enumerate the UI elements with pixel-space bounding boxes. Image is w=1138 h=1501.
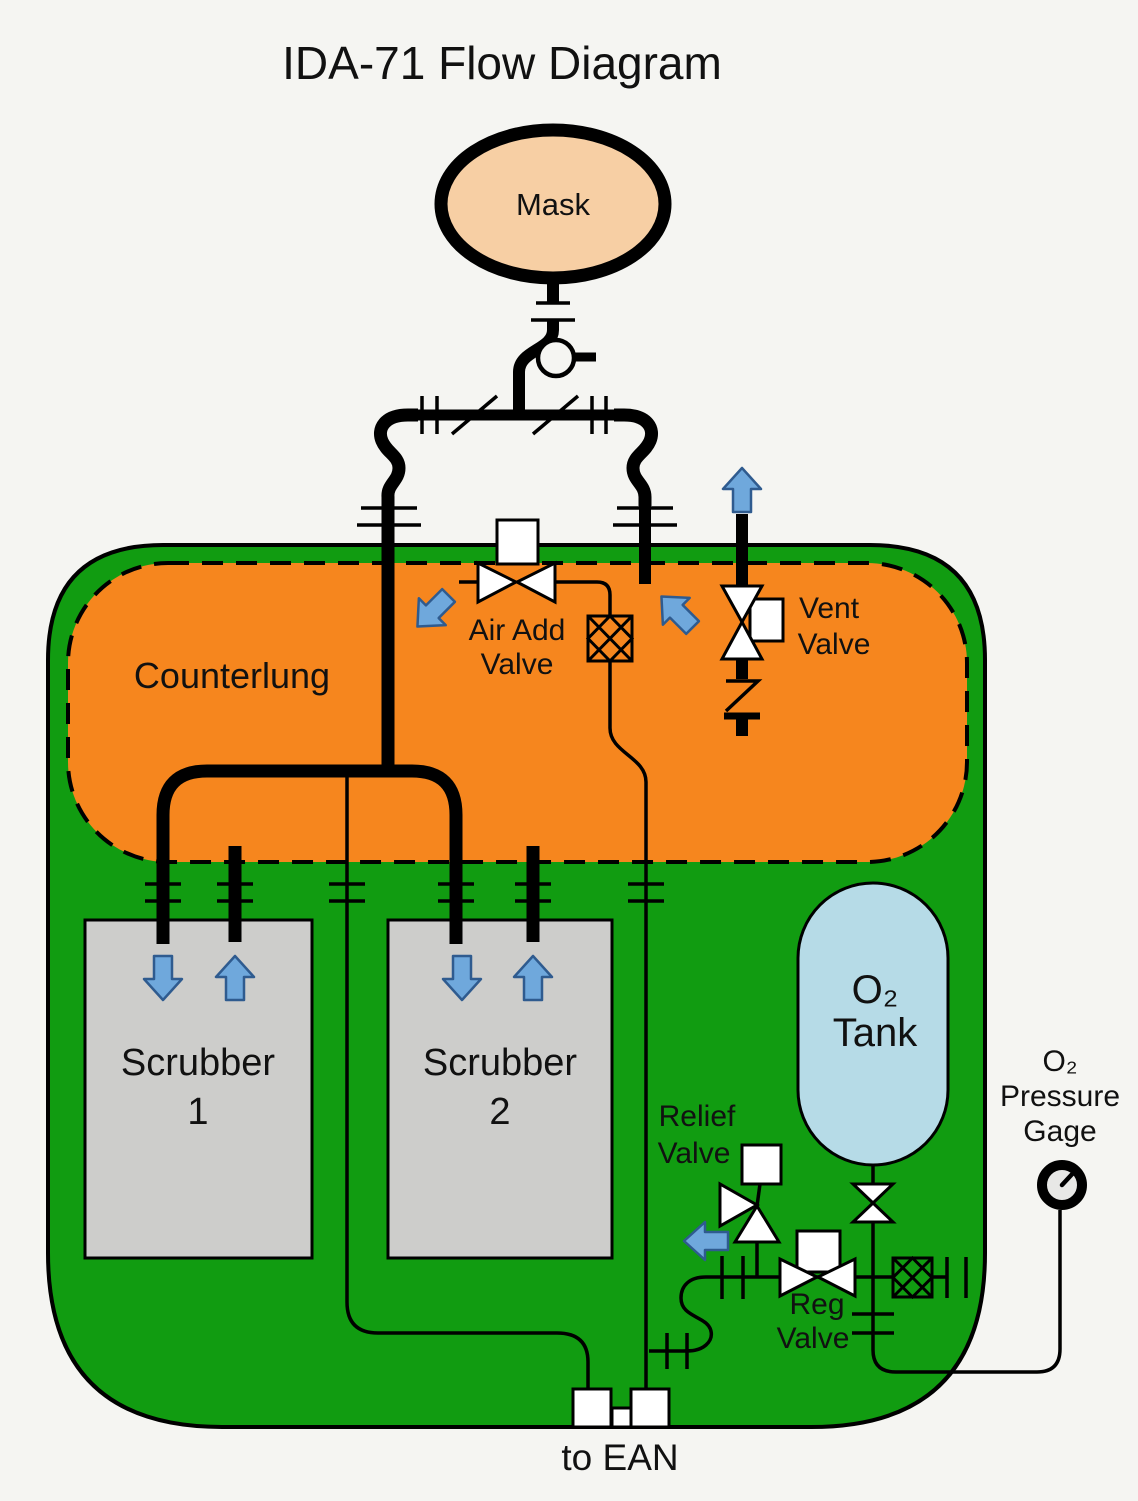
gauge-needle <box>1059 1168 1078 1188</box>
vent-valve-label: Valve <box>798 628 871 661</box>
valve-symbols <box>476 518 897 1429</box>
filter-hatch <box>890 1255 935 1300</box>
vent-valve-icon <box>719 618 765 661</box>
filter-hatch <box>585 613 635 664</box>
vent-valve-icon <box>719 584 765 626</box>
relief-valve-label: Valve <box>658 1137 731 1170</box>
mask-shape <box>434 123 672 285</box>
scrubber1-box <box>83 918 314 1260</box>
counterlung-label: Counterlung <box>134 655 330 696</box>
counterlung-to-ean-line <box>345 777 590 1388</box>
reg-valve-label: Valve <box>777 1322 850 1355</box>
vent-valve-cap <box>748 597 785 643</box>
air-add-to-filter-line <box>556 580 612 617</box>
ean-connector-small <box>610 1406 633 1429</box>
o2-tank-label: Tank <box>833 1011 918 1055</box>
o2-pressure-gage-label: Gage <box>1023 1115 1096 1148</box>
regulator-line <box>649 1275 893 1353</box>
vent-valve-label: Vent <box>799 592 860 625</box>
tank-valve-icon <box>849 1200 897 1224</box>
relief-spring-link <box>755 1183 762 1207</box>
ean-outlet-label: to EAN <box>561 1437 678 1478</box>
scrubber1-label: Scrubber <box>121 1042 276 1084</box>
breathing-hose-right <box>614 408 658 506</box>
mask-label: Mask <box>516 187 591 222</box>
air-add-valve-icon <box>513 560 557 605</box>
scrubber2-box <box>386 918 614 1260</box>
o2-pressure-gage-label: Pressure <box>1000 1080 1120 1113</box>
mask-assembly <box>434 123 672 419</box>
reg-valve-icon <box>778 1256 821 1299</box>
gauge-supply-line <box>871 1210 1062 1374</box>
relief-valve-spring-housing <box>740 1143 783 1186</box>
reg-valve-cap <box>795 1229 842 1274</box>
o2-tank-label: O₂ <box>852 968 899 1012</box>
air-add-valve-cap <box>495 518 540 566</box>
counterlung-distribution-manifold <box>156 764 463 944</box>
air-add-valve-label: Valve <box>481 648 554 681</box>
hose-slash-mark <box>450 394 499 436</box>
pipework <box>156 506 1062 1388</box>
o2-pressure-gauge-icon <box>1037 1160 1087 1210</box>
filter-hatch <box>586 614 634 663</box>
scrubber2-label: Scrubber <box>423 1042 578 1084</box>
coupling-marks <box>145 882 968 1369</box>
relief-valve-label: Relief <box>659 1100 736 1133</box>
relief-valve-icon <box>718 1181 761 1229</box>
filter-hatch <box>891 1256 934 1299</box>
ean-connector <box>629 1387 671 1429</box>
mouthpiece-pipe <box>513 320 559 419</box>
hose-slash-mark <box>531 394 580 436</box>
vent-spring-zigzag <box>724 679 763 713</box>
mouthpiece-tee-circle <box>535 337 577 379</box>
relief-valve-icon <box>732 1203 782 1244</box>
page-title: IDA-71 Flow Diagram <box>282 37 722 89</box>
scrubber2-label: 2 <box>489 1091 510 1133</box>
air-supply-line <box>608 661 648 1388</box>
reg-valve-label: Reg <box>789 1288 844 1321</box>
breathing-hose-left <box>374 408 418 506</box>
tank-valve-icon <box>849 1182 897 1206</box>
reg-valve-icon <box>814 1256 857 1299</box>
air-add-valve-icon <box>476 560 520 605</box>
air-add-valve-label: Air Add <box>469 614 566 647</box>
scrubber1-label: 1 <box>187 1091 208 1133</box>
o2-pressure-gage-label: O₂ <box>1043 1045 1078 1078</box>
filter-symbols <box>585 613 935 1300</box>
ean-connector <box>571 1387 613 1429</box>
